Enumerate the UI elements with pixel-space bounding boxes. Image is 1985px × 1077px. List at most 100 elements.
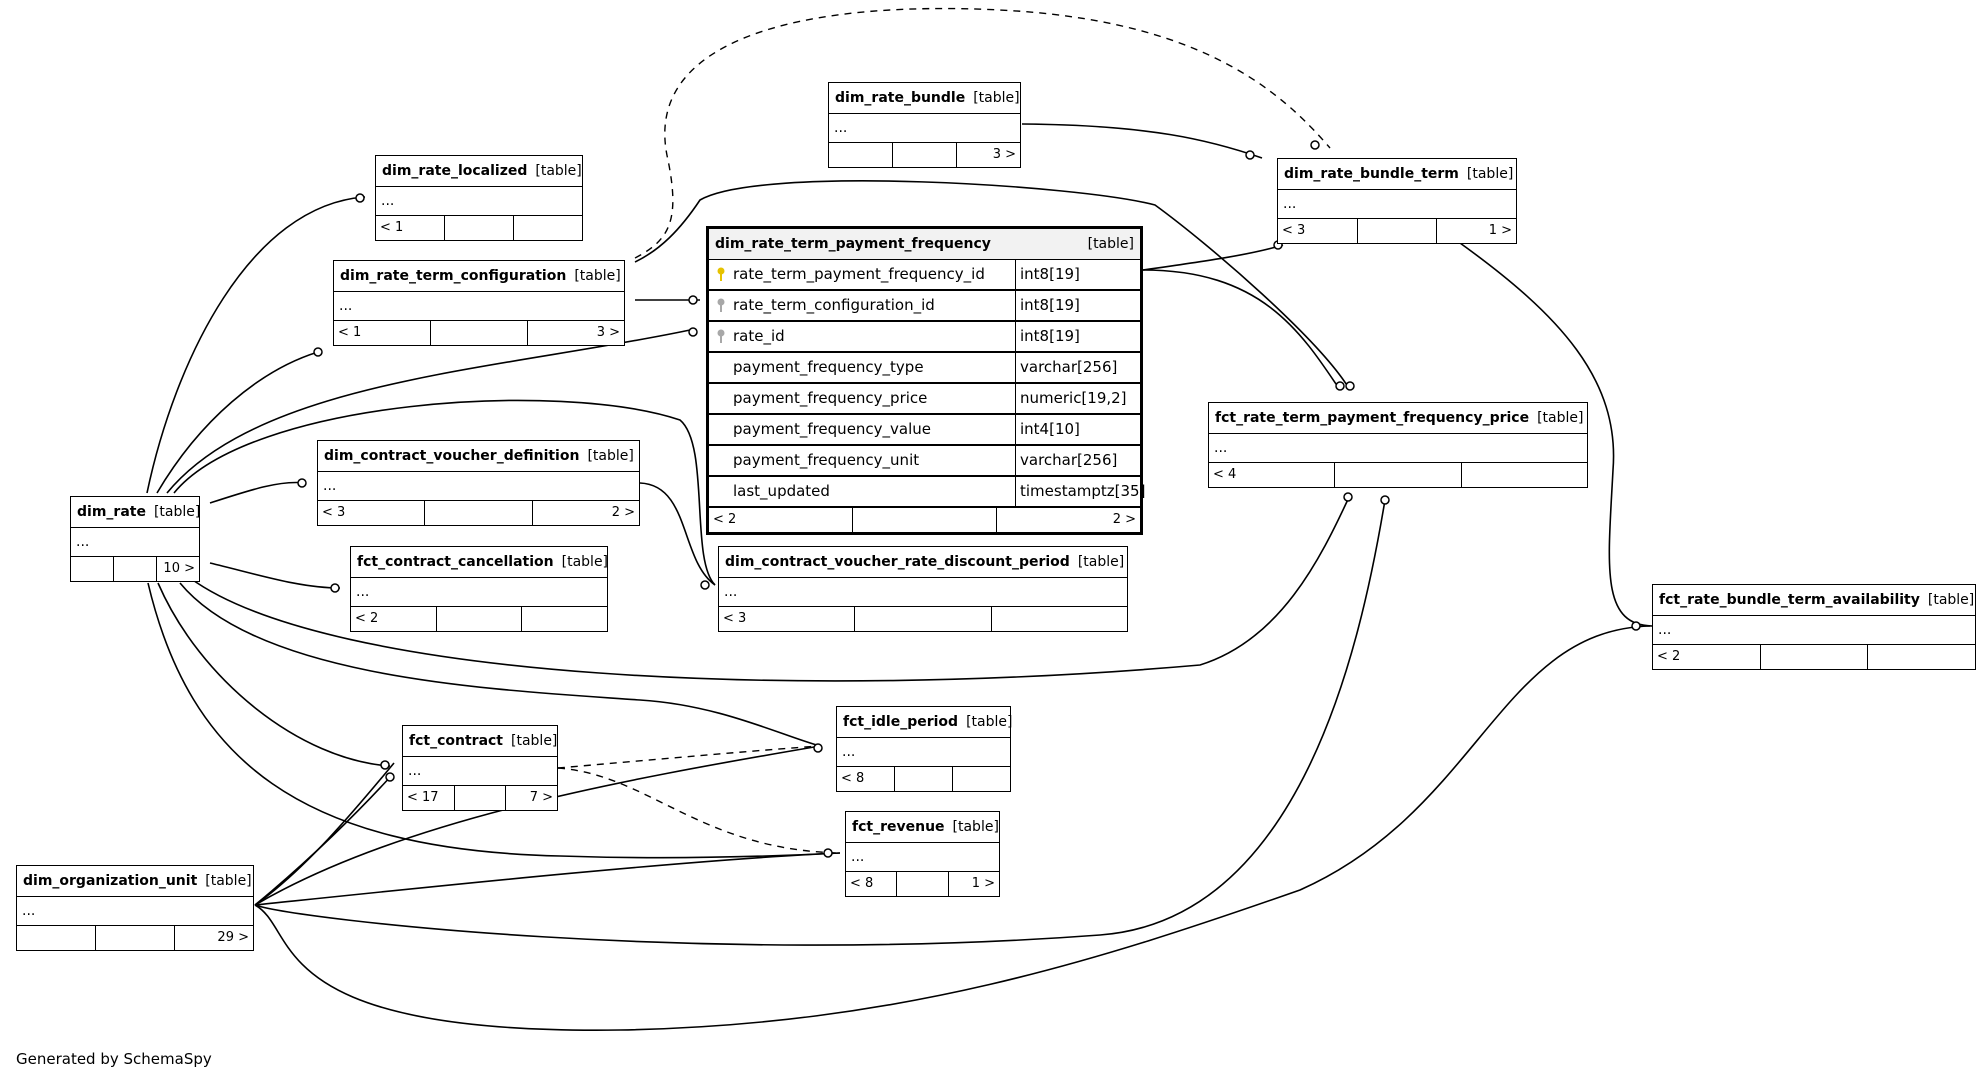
table-type: [table]: [952, 819, 999, 835]
foot-parents: < 3: [719, 607, 856, 631]
relation-end-circle: [688, 327, 698, 337]
column-row: payment_frequency_type varchar[256]: [709, 353, 1140, 384]
foot-columns: [1335, 463, 1462, 487]
foot-children: 2 >: [1112, 512, 1136, 527]
table-header: dim_organization_unit [table]: [17, 866, 253, 897]
table-footer: 10 >: [71, 557, 199, 581]
table-footer: 3 >: [829, 143, 1020, 167]
table-footer: < 1: [376, 216, 582, 240]
table-dim-rate-term-configuration[interactable]: dim_rate_term_configuration[table] ... <…: [333, 260, 625, 346]
table-name: fct_revenue: [852, 819, 945, 835]
relation-end-circle: [1631, 621, 1641, 631]
column-type: int8[19]: [1020, 265, 1080, 283]
table-name: dim_organization_unit: [23, 873, 198, 889]
foot-columns: [1358, 219, 1438, 243]
foot-parents: < 17: [403, 786, 455, 810]
table-body: ...: [71, 528, 199, 557]
table-name: fct_rate_term_payment_frequency_price: [1215, 410, 1530, 426]
relation-line: [179, 582, 821, 747]
relation-line-dashed: [634, 7, 1331, 259]
table-header: dim_rate_bundle[table]: [829, 83, 1020, 114]
table-dim-rate-term-payment-frequency[interactable]: dim_rate_term_payment_frequency[table] r…: [706, 226, 1145, 535]
relation-end-circle: [385, 772, 395, 782]
relation-line: [254, 852, 841, 906]
foot-parents: < 8: [846, 872, 898, 896]
column-name: rate_term_configuration_id: [733, 296, 935, 314]
relation-line: [639, 482, 716, 586]
table-body: ...: [318, 472, 639, 501]
table-dim-contract-voucher-rate-discount-period[interactable]: dim_contract_voucher_rate_discount_perio…: [718, 546, 1128, 632]
table-body: ...: [334, 292, 624, 321]
column-type: int8[19]: [1020, 296, 1080, 314]
relation-line: [146, 196, 366, 494]
relation-end-circle: [688, 295, 698, 305]
table-header: dim_rate_term_configuration[table]: [334, 261, 624, 292]
foot-columns: [1761, 645, 1869, 669]
foot-children: [992, 607, 1127, 631]
foot-columns: [853, 508, 997, 532]
primary-key-icon: [717, 267, 725, 281]
relation-end-circle: [1245, 150, 1255, 160]
foot-children: 1 >: [971, 876, 995, 891]
table-type: [table]: [511, 733, 558, 749]
table-name: dim_rate_term_payment_frequency: [715, 236, 991, 252]
relation-end-circle: [380, 760, 390, 770]
table-header: dim_contract_voucher_definition[table]: [318, 441, 639, 472]
table-name: dim_rate_bundle_term: [1284, 166, 1459, 182]
relation-end-circle: [355, 193, 365, 203]
foot-parents: < 1: [376, 216, 445, 240]
table-body: ...: [17, 897, 253, 926]
table-name: dim_rate: [77, 504, 146, 520]
foot-columns: [855, 607, 992, 631]
column-type: varchar[256]: [1020, 358, 1118, 376]
relation-line-dashed: [557, 745, 821, 769]
table-header: dim_rate[table]: [71, 497, 200, 528]
column-type: int4[10]: [1020, 420, 1080, 438]
column-type: int8[19]: [1020, 327, 1080, 345]
table-footer: 29 >: [17, 926, 253, 950]
table-header: dim_contract_voucher_rate_discount_perio…: [719, 547, 1127, 578]
foot-columns: [445, 216, 514, 240]
foot-parents: < 2: [709, 508, 853, 532]
table-fct-rate-bundle-term-availability[interactable]: fct_rate_bundle_term_availability[table]…: [1652, 584, 1976, 670]
relation-line: [157, 582, 391, 767]
foot-parents: < 3: [318, 501, 426, 525]
table-type: [table]: [966, 714, 1013, 730]
table-header: fct_rate_bundle_term_availability[table]: [1653, 585, 1975, 616]
foot-columns: [425, 501, 533, 525]
table-body: ...: [719, 578, 1127, 607]
table-dim-rate-bundle[interactable]: dim_rate_bundle[table] ... 3 >: [828, 82, 1021, 168]
column-type: numeric[19,2]: [1020, 389, 1127, 407]
table-dim-rate[interactable]: dim_rate[table] ... 10 >: [70, 496, 200, 582]
relation-line: [254, 774, 393, 906]
column-row: rate_term_configuration_id int8[19]: [709, 291, 1140, 322]
table-name: dim_rate_localized: [382, 163, 528, 179]
foot-children: [514, 216, 582, 240]
table-dim-rate-localized[interactable]: dim_rate_localized[table] ... < 1: [375, 155, 583, 241]
foot-children: [953, 767, 1010, 791]
column-name: payment_frequency_unit: [733, 451, 920, 469]
foot-parents: < 2: [351, 607, 437, 631]
table-name: dim_contract_voucher_definition: [324, 448, 580, 464]
column-name: payment_frequency_type: [733, 358, 924, 376]
foot-parents: < 8: [837, 767, 895, 791]
table-dim-contract-voucher-definition[interactable]: dim_contract_voucher_definition[table] .…: [317, 440, 640, 526]
relation-end-circle: [1343, 492, 1353, 502]
relation-end-circle: [1345, 381, 1355, 391]
foot-parents: [829, 143, 893, 167]
table-type: [table]: [205, 873, 252, 889]
relation-end-circle: [297, 478, 307, 488]
table-fct-contract-cancellation[interactable]: fct_contract_cancellation[table] ... < 2: [350, 546, 608, 632]
table-fct-idle-period[interactable]: fct_idle_period[table] ... < 8: [836, 706, 1013, 792]
table-dim-organization-unit[interactable]: dim_organization_unit [table] ... 29 >: [16, 865, 254, 951]
table-fct-rate-term-payment-frequency-price[interactable]: fct_rate_term_payment_frequency_price[ta…: [1208, 402, 1588, 488]
table-name: fct_contract: [409, 733, 504, 749]
